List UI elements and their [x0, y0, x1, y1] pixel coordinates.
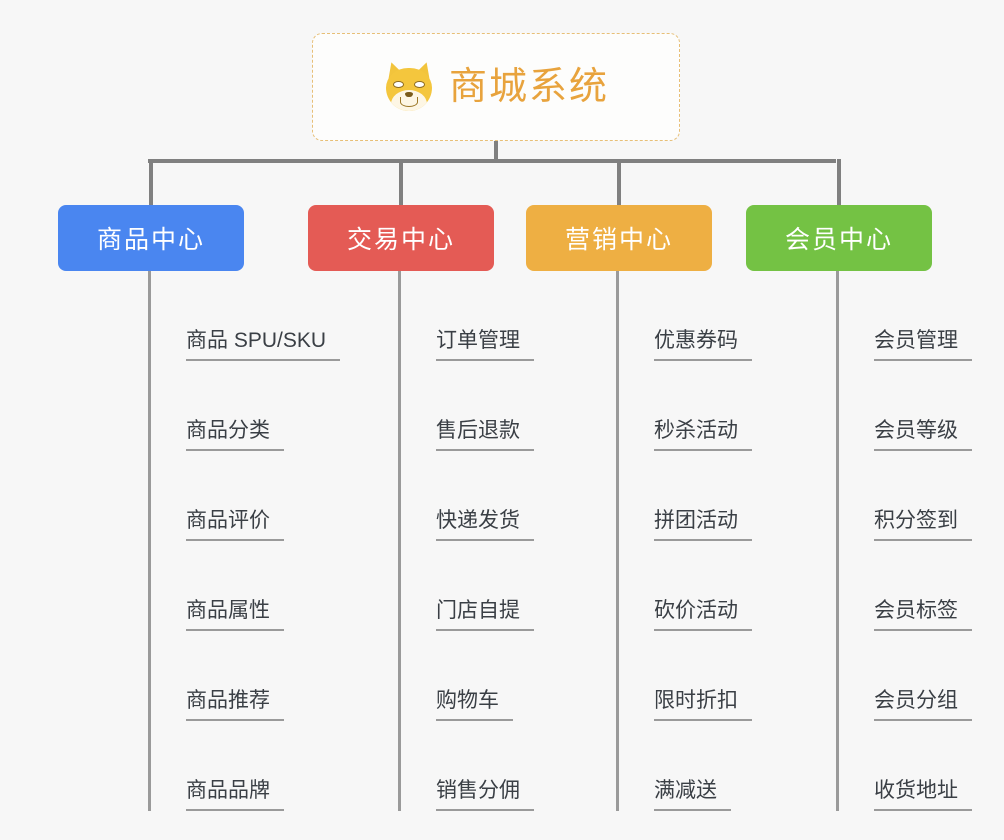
leaf-item[interactable]: 商品分类 [148, 361, 340, 451]
leaf-item[interactable]: 销售分佣 [398, 721, 534, 811]
leaf-item-label: 会员标签 [874, 599, 972, 631]
leaf-item[interactable]: 快递发货 [398, 451, 534, 541]
leaf-item[interactable]: 限时折扣 [616, 631, 752, 721]
leaf-item-label: 订单管理 [436, 329, 534, 361]
connector-root-stem [494, 141, 498, 161]
leaf-spine-marketing-center [616, 271, 619, 811]
shiba-dog-face-icon [382, 59, 436, 112]
leaf-item-label: 商品分类 [186, 419, 284, 451]
leaf-item[interactable]: 售后退款 [398, 361, 534, 451]
leaf-item-label: 售后退款 [436, 419, 534, 451]
leaf-item-label: 积分签到 [874, 509, 972, 541]
leaf-column-trade-center: 订单管理售后退款快递发货门店自提购物车销售分佣 [398, 271, 534, 811]
leaf-item[interactable]: 门店自提 [398, 541, 534, 631]
leaf-item-label: 商品 SPU/SKU [186, 329, 341, 361]
leaf-item-label: 会员等级 [874, 419, 972, 451]
leaf-item-label: 秒杀活动 [654, 419, 752, 451]
leaf-item[interactable]: 积分签到 [836, 451, 972, 541]
category-header-product-center[interactable]: 商品中心 [58, 205, 244, 271]
connector-horizontal-bus [148, 159, 836, 163]
category-header-marketing-center[interactable]: 营销中心 [526, 205, 712, 271]
leaf-item[interactable]: 砍价活动 [616, 541, 752, 631]
leaf-item-label: 商品评价 [186, 509, 284, 541]
leaf-item[interactable]: 会员管理 [836, 271, 972, 361]
leaf-item-label: 收货地址 [874, 779, 972, 811]
leaf-item-label: 满减送 [654, 779, 731, 811]
leaf-item[interactable]: 商品评价 [148, 451, 340, 541]
leaf-spine-member-center [836, 271, 839, 811]
leaf-item-label: 拼团活动 [654, 509, 752, 541]
leaf-column-member-center: 会员管理会员等级积分签到会员标签会员分组收货地址 [836, 271, 972, 811]
leaf-item-label: 限时折扣 [654, 689, 752, 721]
leaf-item-label: 销售分佣 [436, 779, 534, 811]
dog-head-icon [385, 68, 432, 111]
leaf-item[interactable]: 订单管理 [398, 271, 534, 361]
root-title: 商城系统 [448, 66, 609, 108]
leaf-spine-product-center [148, 271, 151, 811]
connector-drop-product-center [149, 159, 153, 207]
leaf-item[interactable]: 商品属性 [148, 541, 340, 631]
leaf-column-marketing-center: 优惠券码秒杀活动拼团活动砍价活动限时折扣满减送 [616, 271, 752, 811]
dog-mouth-icon [399, 97, 418, 107]
leaf-item-label: 购物车 [436, 689, 513, 721]
leaf-item[interactable]: 商品推荐 [148, 631, 340, 721]
leaf-item-label: 商品推荐 [186, 689, 284, 721]
leaf-item[interactable]: 满减送 [616, 721, 752, 811]
leaf-item-label: 门店自提 [436, 599, 534, 631]
leaf-item[interactable]: 会员标签 [836, 541, 972, 631]
dog-eye-right-icon [413, 81, 425, 88]
connector-drop-member-center [837, 159, 841, 207]
dog-nose-icon [404, 92, 413, 97]
leaf-item-label: 会员分组 [874, 689, 972, 721]
leaf-item[interactable]: 优惠券码 [616, 271, 752, 361]
leaf-item[interactable]: 收货地址 [836, 721, 972, 811]
leaf-column-product-center: 商品 SPU/SKU 商品分类商品评价商品属性商品推荐商品品牌 [148, 271, 341, 811]
connector-drop-trade-center [399, 159, 403, 207]
leaf-item-label: 砍价活动 [654, 599, 752, 631]
leaf-item-label: 商品品牌 [186, 779, 284, 811]
leaf-item[interactable]: 拼团活动 [616, 451, 752, 541]
connector-drop-marketing-center [617, 159, 621, 207]
root-node[interactable]: 商城系统 [312, 33, 680, 141]
leaf-item-label: 会员管理 [874, 329, 972, 361]
leaf-item[interactable]: 会员等级 [836, 361, 972, 451]
leaf-item[interactable]: 商品品牌 [148, 721, 340, 811]
leaf-item-label: 快递发货 [436, 509, 534, 541]
category-header-member-center[interactable]: 会员中心 [746, 205, 932, 271]
leaf-item[interactable]: 商品 SPU/SKU [148, 271, 341, 361]
leaf-item[interactable]: 购物车 [398, 631, 534, 721]
leaf-item[interactable]: 会员分组 [836, 631, 972, 721]
leaf-spine-trade-center [398, 271, 401, 811]
leaf-item-label: 优惠券码 [654, 329, 752, 361]
dog-eye-left-icon [392, 81, 404, 88]
category-header-trade-center[interactable]: 交易中心 [308, 205, 494, 271]
leaf-item-label: 商品属性 [186, 599, 284, 631]
leaf-item[interactable]: 秒杀活动 [616, 361, 752, 451]
